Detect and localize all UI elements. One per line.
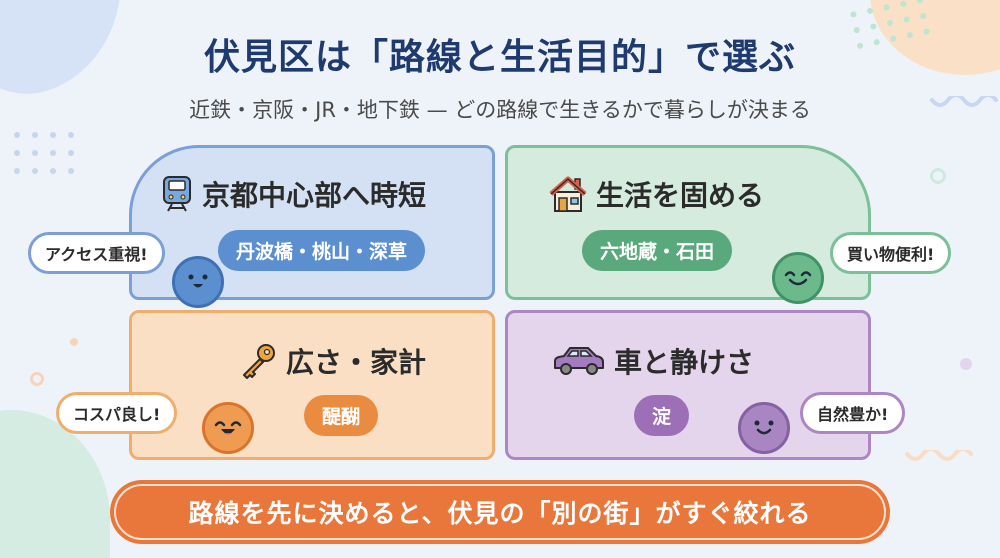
page-subtitle: 近鉄・京阪・JR・地下鉄 — どの路線で生きるかで暮らしが決まる [189,98,811,122]
train-icon [163,176,191,212]
decorative-wave-orange [905,450,973,461]
decorative-dot-orange [70,338,78,346]
card-commute: 京都中心部へ時短 丹波橋・桃山・深草 [129,145,495,300]
decorative-wave-blue [930,96,998,107]
smiley-face-icon [738,402,790,454]
speech-bubble: 買い物便利! [830,232,952,274]
speech-bubble: コスパ良し! [56,392,178,434]
card-heading: 広さ・家計 [286,346,427,379]
area-tag: 淀 [634,395,690,436]
key-icon [243,344,275,379]
decorative-dot-purple [960,358,972,370]
card-heading: 車と静けさ [614,346,755,379]
footer-banner: 路線を先に決めると、伏見の「別の街」がすぐ絞れる [110,480,890,544]
decorative-ring-green [930,168,946,184]
smiley-face-icon [772,252,824,304]
smiley-face-icon [172,256,224,308]
smiley-face-icon [202,402,254,454]
footer-message: 路線を先に決めると、伏見の「別の街」がすぐ絞れる [114,484,886,540]
page-title: 伏見区は「路線と生活目的」で選ぶ [203,37,796,78]
area-tag: 六地蔵・石田 [582,230,733,271]
speech-bubble: 自然豊か! [800,392,906,434]
card-heading: 生活を固める [596,179,765,212]
card-space-budget: 広さ・家計 醍醐 [129,310,495,460]
area-tag: 丹波橋・桃山・深草 [218,230,426,271]
card-car-quiet: 車と静けさ 淀 [505,310,871,460]
decorative-dots-blue [14,132,74,174]
decorative-ring-orange [30,372,44,386]
house-icon [549,176,587,212]
car-icon [554,347,604,375]
area-tag: 醍醐 [304,395,379,436]
card-heading: 京都中心部へ時短 [202,179,427,212]
speech-bubble: アクセス重視! [28,232,165,274]
